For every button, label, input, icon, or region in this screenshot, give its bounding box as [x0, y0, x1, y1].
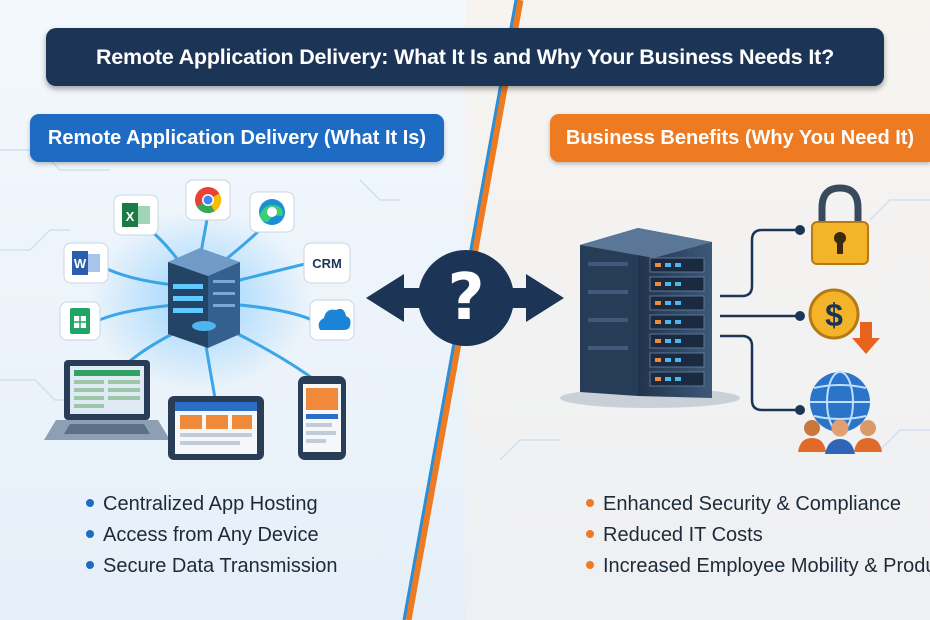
- rack-led: [675, 339, 681, 343]
- rack-led: [675, 263, 681, 267]
- rack-led: [675, 301, 681, 305]
- rack-led: [675, 320, 681, 324]
- list-item-text: Reduced IT Costs: [603, 524, 763, 546]
- excel-icon-letter: X: [126, 209, 135, 224]
- crm-icon-label: CRM: [312, 256, 342, 271]
- bullet-icon: [586, 529, 594, 538]
- rack-led: [665, 377, 671, 381]
- list-item: Access from Any Device: [86, 520, 338, 551]
- sheets-icon: [59, 301, 101, 341]
- tablet-icon: [168, 396, 264, 460]
- dollar-symbol: $: [825, 297, 843, 333]
- crm-icon: CRM: [303, 242, 351, 284]
- left-heading-pill: Remote Application Delivery (What It Is): [30, 114, 444, 162]
- left-heading: Remote Application Delivery (What It Is): [47, 126, 427, 149]
- right-heading-pill: Business Benefits (Why You Need It): [550, 114, 930, 162]
- rack-led: [655, 320, 661, 324]
- chrome-icon: [185, 179, 231, 221]
- bullet-icon: [586, 560, 594, 569]
- globe-people-icon: [798, 371, 882, 454]
- word-icon-letter: W: [74, 256, 87, 271]
- list-item: Reduced IT Costs: [586, 520, 930, 551]
- edge-icon: [249, 191, 295, 233]
- list-item-text: Secure Data Transmission: [103, 555, 338, 577]
- bullet-icon: [86, 529, 94, 538]
- server-rack-icon: [560, 228, 740, 408]
- list-item-text: Centralized App Hosting: [103, 493, 318, 515]
- phone-icon: [298, 376, 346, 460]
- right-points-list: Enhanced Security & Compliance Reduced I…: [586, 489, 930, 582]
- bullet-icon: [86, 498, 94, 507]
- benefit-connectors: [720, 228, 800, 412]
- rack-led: [655, 339, 661, 343]
- word-icon: W: [63, 242, 109, 284]
- list-item: Centralized App Hosting: [86, 489, 338, 520]
- dollar-down-icon: $: [808, 288, 880, 354]
- rack-led: [655, 263, 661, 267]
- left-points-list: Centralized App Hosting Access from Any …: [86, 489, 338, 582]
- list-item-text: Enhanced Security & Compliance: [603, 493, 901, 515]
- rack-led: [655, 377, 661, 381]
- rack-led: [665, 282, 671, 286]
- rack-led: [675, 358, 681, 362]
- central-server-icon: [168, 248, 240, 348]
- rack-led: [675, 377, 681, 381]
- rack-led: [665, 320, 671, 324]
- list-item-text: Increased Employee Mobility & Productivi…: [603, 555, 930, 577]
- excel-icon: X: [113, 194, 159, 236]
- connector-dots: [795, 225, 805, 415]
- rack-led: [665, 358, 671, 362]
- right-heading: Business Benefits (Why You Need It): [565, 126, 915, 149]
- rack-led: [665, 301, 671, 305]
- question-mark: ?: [447, 261, 485, 335]
- bullet-icon: [86, 560, 94, 569]
- question-mark-icon: ?: [418, 250, 514, 346]
- list-item: Enhanced Security & Compliance: [586, 489, 930, 520]
- double-arrow-icon: [366, 274, 564, 322]
- list-item: Increased Employee Mobility & Productivi…: [586, 551, 930, 582]
- list-item-text: Access from Any Device: [103, 524, 319, 546]
- laptop-icon: [44, 360, 170, 440]
- rack-led: [665, 263, 671, 267]
- lock-icon: [811, 184, 869, 265]
- rack-led: [655, 282, 661, 286]
- title-banner: Remote Application Delivery: What It Is …: [46, 28, 884, 86]
- cloud-icon: [309, 299, 355, 341]
- rack-led: [655, 358, 661, 362]
- rack-led: [665, 339, 671, 343]
- page-title: Remote Application Delivery: What It Is …: [95, 44, 835, 69]
- list-item: Secure Data Transmission: [86, 551, 338, 582]
- bullet-icon: [586, 498, 594, 507]
- rack-led: [675, 282, 681, 286]
- rack-led: [655, 301, 661, 305]
